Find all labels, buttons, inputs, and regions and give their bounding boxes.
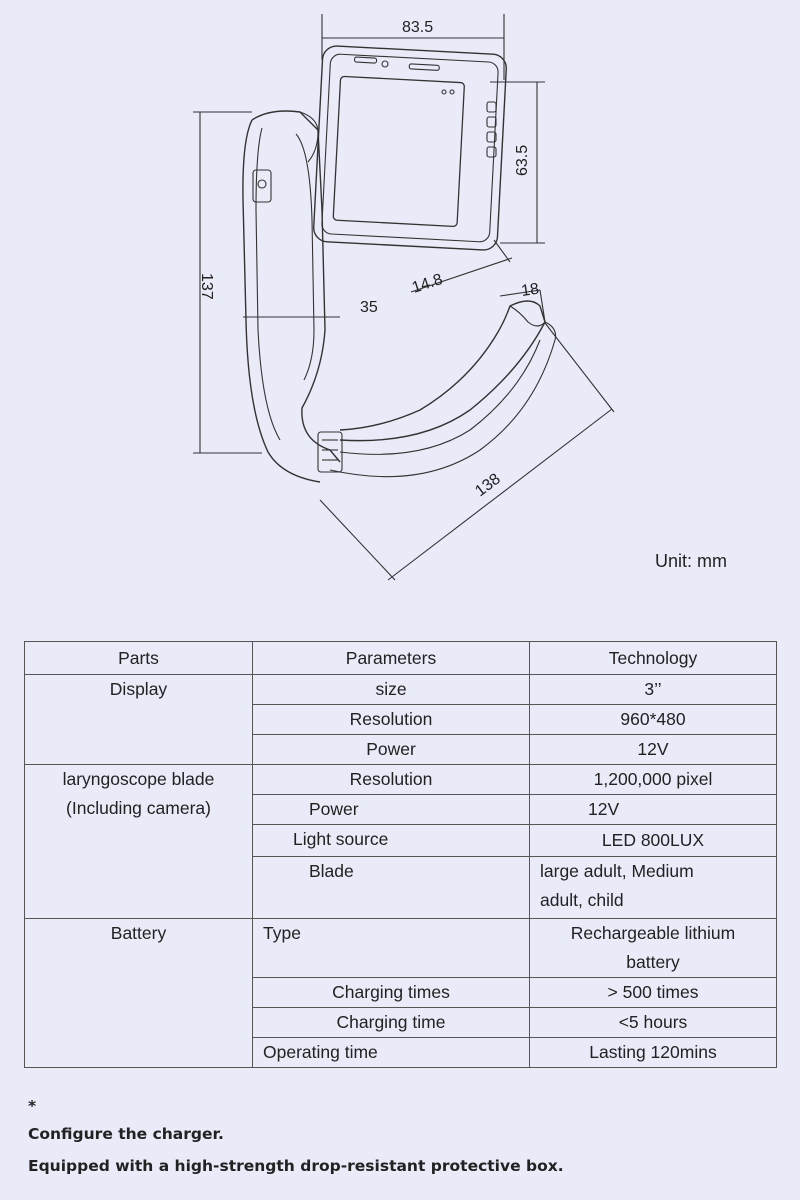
tech-cell: > 500 times (529, 977, 777, 1008)
tech-cell: Rechargeable lithium battery (529, 918, 777, 978)
param-cell: Operating time (252, 1037, 530, 1068)
part-battery: Battery (24, 918, 253, 1068)
param-cell: Light source (252, 824, 530, 857)
table-row: Light source LED 800LUX (25, 824, 777, 857)
dim-handle-width-label: 35 (360, 299, 378, 316)
tech-cell: 960*480 (529, 704, 777, 735)
tech-cell: 12V (529, 794, 777, 825)
tech-line1: large adult, Medium (540, 861, 694, 881)
tech-cell: <5 hours (529, 1007, 777, 1038)
laryngoscope-dimension-drawing: 83.5 63.5 137 14.8 35 18 138 (193, 14, 615, 581)
tech-cell: 1,200,000 pixel (529, 764, 777, 795)
tech-cell: 3’’ (529, 674, 777, 705)
part-blade-line2: (Including camera) (66, 798, 211, 818)
tech-line1: Rechargeable lithium (570, 923, 736, 943)
table-row: Display size 3’’ (24, 674, 777, 765)
header-parameters: Parameters (252, 641, 530, 675)
table-row: laryngoscope blade (Including camera) Re… (24, 764, 777, 919)
param-cell: Charging time (252, 1007, 530, 1038)
note-asterisk: * (28, 1097, 37, 1115)
tech-line2: adult, child (540, 890, 624, 910)
header-parts: Parts (24, 641, 253, 675)
param-cell: Power (252, 794, 530, 825)
table-row: Operating time Lasting 120mins (25, 1037, 777, 1068)
param-cell: Power (252, 734, 530, 765)
dim-height-label: 63.5 (514, 145, 531, 176)
table-row: Blade large adult, Medium adult, child (25, 856, 777, 919)
tech-cell: LED 800LUX (529, 824, 777, 857)
part-display: Display (24, 674, 253, 765)
param-cell: Type (252, 918, 530, 978)
dim-depth-label: 14.8 (410, 271, 445, 297)
tech-cell: Lasting 120mins (529, 1037, 777, 1068)
table-row: Charging times > 500 times (25, 977, 777, 1008)
dim-blade-width-label: 18 (520, 281, 540, 300)
note-protective-box: Equipped with a high-strength drop-resis… (28, 1157, 564, 1175)
dim-total-height-label: 137 (198, 273, 215, 300)
dim-width-label: 83.5 (402, 19, 433, 36)
param-cell: Blade (252, 856, 530, 919)
table-row: Resolution 960*480 (25, 704, 777, 735)
table-row: Power 12V (25, 734, 777, 765)
note-charger: Configure the charger. (28, 1125, 224, 1143)
table-row: Power 12V (25, 794, 777, 825)
tech-cell: 12V (529, 734, 777, 765)
tech-cell: large adult, Medium adult, child (529, 856, 777, 919)
table-row: Battery Type Rechargeable lithium batter… (24, 918, 777, 1068)
spec-table: Parts Parameters Technology Display size… (24, 641, 777, 1068)
part-blade-line1: laryngoscope blade (62, 769, 215, 789)
table-header-row: Parts Parameters Technology (24, 641, 777, 675)
param-cell: size (252, 674, 530, 705)
param-cell: Charging times (252, 977, 530, 1008)
param-cell: Resolution (252, 704, 530, 735)
tech-line2: battery (626, 952, 680, 972)
part-blade: laryngoscope blade (Including camera) (24, 764, 253, 919)
unit-label: Unit: mm (655, 551, 727, 571)
param-cell: Resolution (252, 764, 530, 795)
header-technology: Technology (529, 641, 777, 675)
